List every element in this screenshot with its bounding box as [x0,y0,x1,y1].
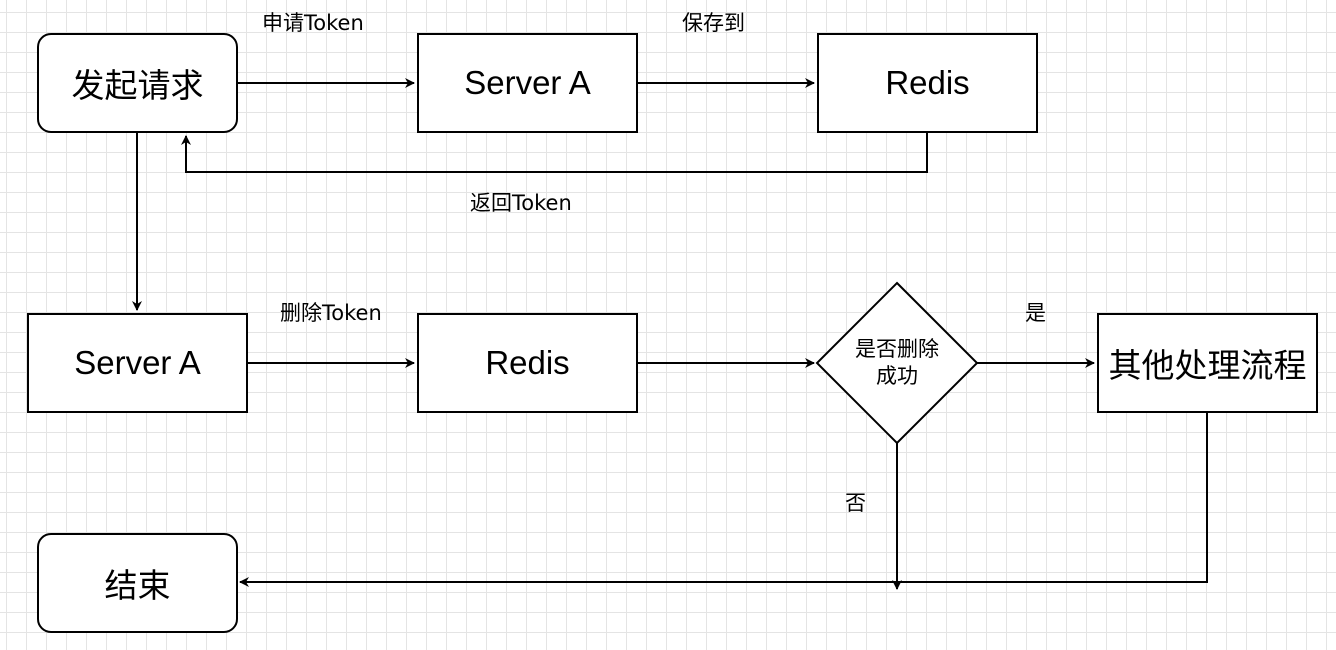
redis-mid-label: Redis [485,344,570,381]
decision-label-line2: 成功 [876,364,918,388]
decision-diamond [815,281,979,445]
end-node-label: 结束 [104,566,171,605]
server-a-top-label: Server A [464,64,591,101]
other-process-node: 其他处理流程 [1097,313,1318,413]
server-a-mid-node: Server A [27,313,248,413]
arrow-redis-return-token [181,133,928,173]
server-a-mid-label: Server A [74,344,201,381]
end-node: 结束 [37,533,238,633]
redis-top-label: Redis [885,64,970,101]
edge-label-return-token: 返回Token [470,191,572,215]
server-a-top-node: Server A [417,33,638,133]
edge-label-save-to: 保存到 [682,11,745,35]
redis-top-node: Redis [817,33,1038,133]
edge-label-delete-token: 删除Token [280,301,382,325]
start-node: 发起请求 [37,33,238,133]
start-node-label: 发起请求 [71,66,204,105]
other-process-label: 其他处理流程 [1108,346,1307,385]
edge-label-yes: 是 [1025,301,1046,325]
edge-label-apply-token: 申请Token [262,11,364,35]
edge-label-no: 否 [845,491,866,515]
decision-label: 是否删除 成功 [837,336,957,390]
redis-mid-node: Redis [417,313,638,413]
arrow-other-to-end [239,413,1208,587]
decision-label-line1: 是否删除 [855,337,939,361]
